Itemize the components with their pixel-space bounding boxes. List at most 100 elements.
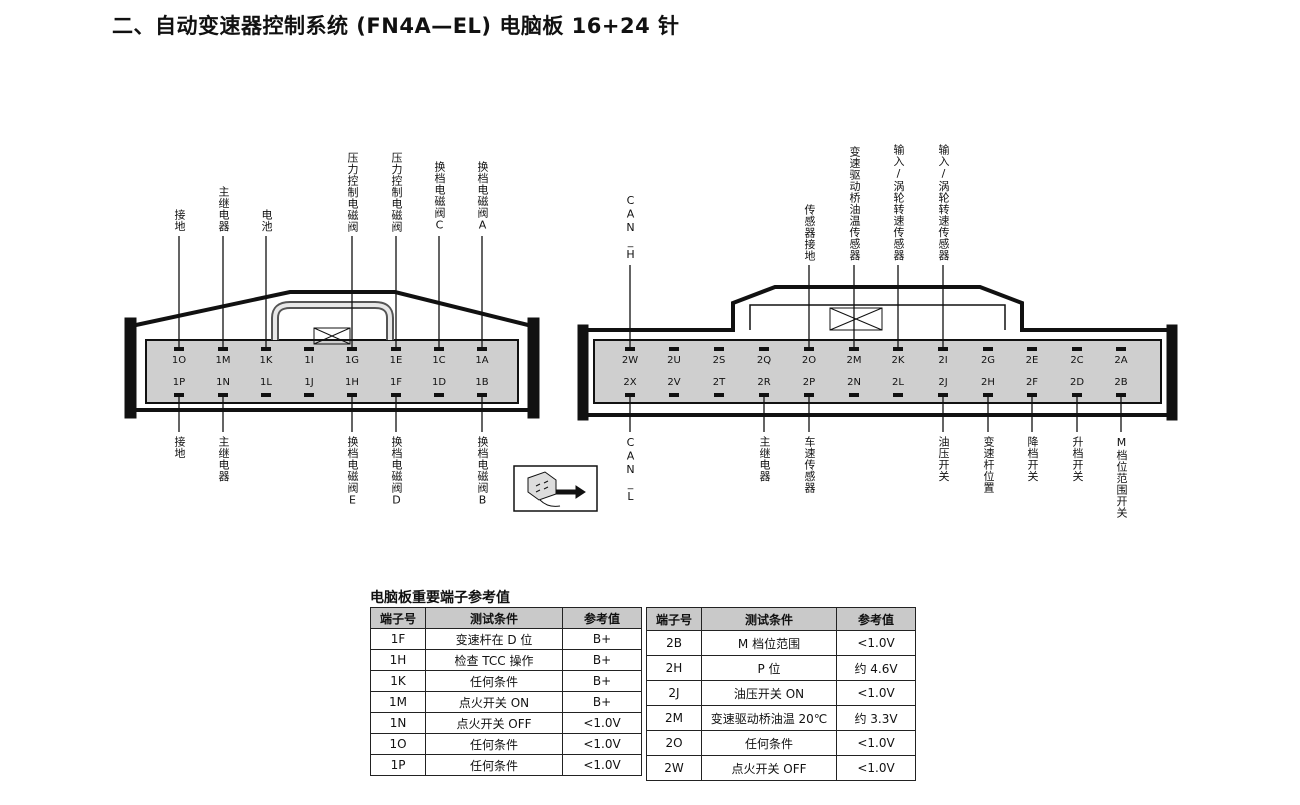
- reference-cell: 约 4.6V: [836, 655, 916, 681]
- wire-label: 主继电器: [758, 436, 771, 482]
- pin-contact: [174, 347, 184, 351]
- terminal-cell: 2J: [646, 680, 702, 706]
- pin-label: 1M: [215, 355, 231, 366]
- wire-label: 变速驱动桥油温传感器: [848, 146, 861, 261]
- pin-contact: [347, 393, 357, 397]
- connector-plug-icon: [513, 465, 598, 512]
- pin-label: 2D: [1069, 377, 1085, 388]
- reference-cell: <1.0V: [836, 680, 916, 706]
- wire-label: CAN_L: [624, 436, 637, 504]
- pin-label: 2T: [712, 377, 726, 388]
- pin-label: 1C: [432, 355, 446, 366]
- condition-cell: 点火开关 OFF: [701, 755, 837, 781]
- pin-label: 1B: [475, 377, 489, 388]
- wire-label: 接地: [173, 209, 186, 232]
- pin-label: 1L: [260, 377, 272, 388]
- pin-contact: [893, 347, 903, 351]
- pin-label: 2M: [846, 355, 862, 366]
- pin-label: 1P: [172, 377, 186, 388]
- pin-label: 1O: [171, 355, 187, 366]
- condition-cell: 点火开关 OFF: [425, 712, 563, 734]
- wire-label: 变速杆位置: [982, 436, 995, 494]
- pin-contact: [1027, 393, 1037, 397]
- pin-label: 2W: [621, 355, 639, 366]
- pin-label: 1J: [304, 377, 314, 388]
- pin-label: 2R: [757, 377, 771, 388]
- terminal-cell: 2B: [646, 630, 702, 656]
- pin-contact: [849, 347, 859, 351]
- pin-label: 2X: [623, 377, 637, 388]
- reference-cell: <1.0V: [562, 754, 642, 776]
- pin-label: 2L: [892, 377, 904, 388]
- pin-label: 1D: [431, 377, 447, 388]
- pin-contact: [983, 393, 993, 397]
- pin-contact: [938, 347, 948, 351]
- pin-label: 2Q: [756, 355, 772, 366]
- pin-contact: [261, 347, 271, 351]
- pin-label: 2C: [1070, 355, 1084, 366]
- condition-cell: 任何条件: [701, 730, 837, 756]
- pin-label: 2B: [1114, 377, 1128, 388]
- terminal-cell: 1K: [370, 670, 426, 692]
- pin-label: 1N: [216, 377, 230, 388]
- pin-label: 2H: [981, 377, 995, 388]
- wire-label: 接地: [173, 436, 186, 459]
- terminal-cell: 1O: [370, 733, 426, 755]
- pin-label: 2V: [667, 377, 681, 388]
- pin-contact: [714, 393, 724, 397]
- pin-contact: [261, 393, 271, 397]
- terminal-cell: 1M: [370, 691, 426, 713]
- header-condition: 测试条件: [701, 607, 837, 631]
- pin-contact: [391, 347, 401, 351]
- pin-contact: [804, 393, 814, 397]
- condition-cell: P 位: [701, 655, 837, 681]
- pin-label: 2E: [1025, 355, 1039, 366]
- pin-label: 2K: [891, 355, 905, 366]
- header-condition: 测试条件: [425, 607, 563, 629]
- reference-cell: <1.0V: [836, 630, 916, 656]
- pin-contact: [477, 347, 487, 351]
- wire-label: 输入/涡轮转速传感器: [937, 144, 950, 261]
- wire-label: 主继电器: [217, 436, 230, 482]
- pin-contact: [477, 393, 487, 397]
- pin-contact: [804, 347, 814, 351]
- pin-contact: [625, 393, 635, 397]
- connector-1-housing: [124, 290, 540, 419]
- pin-label: 1I: [304, 355, 314, 366]
- pin-contact: [391, 393, 401, 397]
- reference-cell: B+: [562, 691, 642, 713]
- connector-2-housing: [577, 285, 1178, 421]
- pin-label: 2J: [938, 377, 948, 388]
- reference-cell: B+: [562, 649, 642, 671]
- terminal-cell: 1P: [370, 754, 426, 776]
- pin-contact: [434, 347, 444, 351]
- reference-cell: <1.0V: [836, 730, 916, 756]
- condition-cell: 任何条件: [425, 733, 563, 755]
- pin-contact: [669, 393, 679, 397]
- pin-label: 2N: [847, 377, 861, 388]
- terminal-cell: 1H: [370, 649, 426, 671]
- page-title: 二、自动变速器控制系统 (FN4A—EL) 电脑板 16+24 针: [112, 14, 680, 38]
- pin-contact: [669, 347, 679, 351]
- condition-cell: 任何条件: [425, 754, 563, 776]
- reference-cell: <1.0V: [836, 755, 916, 781]
- header-reference: 参考值: [836, 607, 916, 631]
- wire-label: 压力控制电磁阀: [390, 151, 403, 233]
- pin-contact: [1072, 393, 1082, 397]
- pin-label: 1F: [389, 377, 403, 388]
- wire-label: 油压开关: [937, 436, 950, 482]
- pin-label: 2F: [1025, 377, 1039, 388]
- wire-label: M档位范围开关: [1115, 436, 1128, 519]
- wire-label: 换档电磁阀D: [390, 436, 403, 507]
- header-terminal: 端子号: [646, 607, 702, 631]
- terminal-cell: 2M: [646, 705, 702, 731]
